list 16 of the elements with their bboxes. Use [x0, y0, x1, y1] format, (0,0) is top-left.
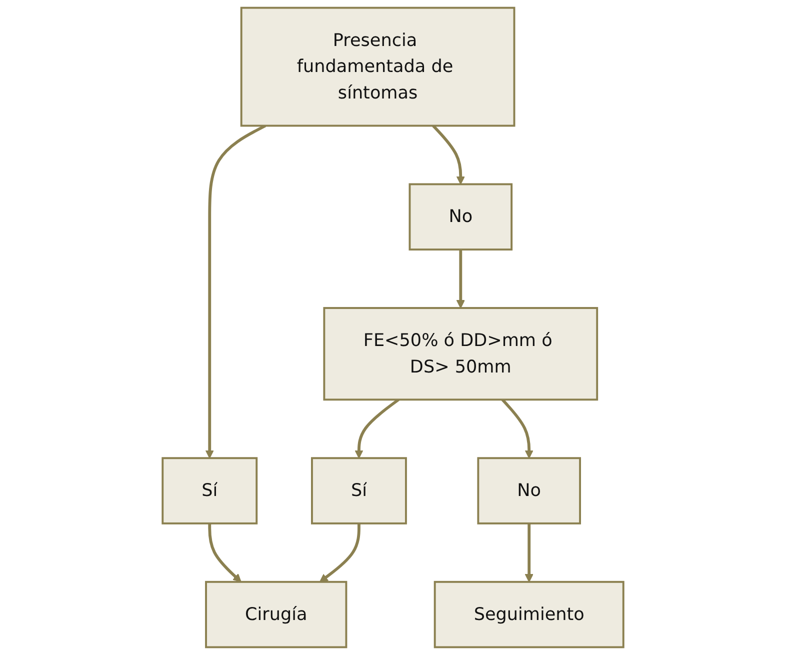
node-box: Sí: [162, 457, 258, 524]
node-box: FE<50% ó DD>mm ó DS> 50mm: [323, 307, 598, 401]
arrow: [205, 124, 266, 458]
arrow: [354, 398, 400, 458]
node-box: Sí: [311, 457, 407, 524]
node-box: Seguimiento: [434, 580, 624, 648]
node-box: Cirugía: [205, 580, 348, 648]
arrow: [319, 523, 360, 582]
arrow: [456, 250, 465, 308]
arrow: [208, 523, 242, 582]
arrow: [501, 398, 534, 458]
node-box: Presencia fundamentada de síntomas: [240, 6, 516, 127]
arrow: [524, 523, 534, 582]
node-box: No: [477, 457, 581, 524]
node-box: No: [408, 183, 513, 250]
arrow: [432, 124, 465, 185]
